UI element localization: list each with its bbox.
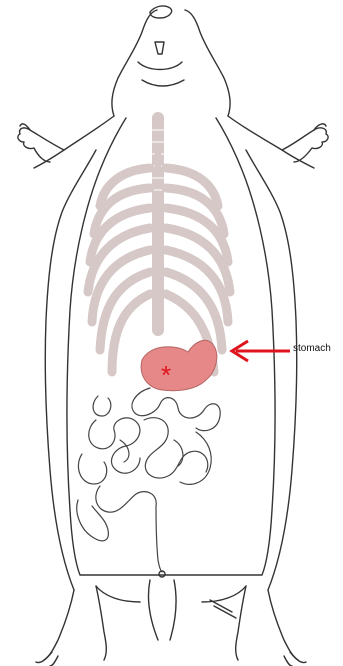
- right-forelimb: [282, 128, 328, 162]
- right-ribs: [166, 168, 230, 372]
- left-forelimb: [18, 128, 64, 162]
- jaw: [138, 62, 184, 86]
- tail-base: [148, 580, 176, 640]
- head-outline: [112, 10, 230, 116]
- intestines: [77, 388, 220, 572]
- left-hindlimb: [44, 586, 106, 660]
- right-hindlimb: [236, 586, 298, 660]
- stomach-label: stomach: [293, 343, 331, 354]
- body-outline: [18, 6, 328, 666]
- stomach-arrow: [232, 341, 290, 361]
- stomach-asterisk: *: [161, 360, 171, 390]
- left-ribs: [88, 168, 150, 372]
- stomach: [141, 340, 217, 390]
- ribcage: [88, 118, 230, 372]
- incisors: [155, 42, 164, 54]
